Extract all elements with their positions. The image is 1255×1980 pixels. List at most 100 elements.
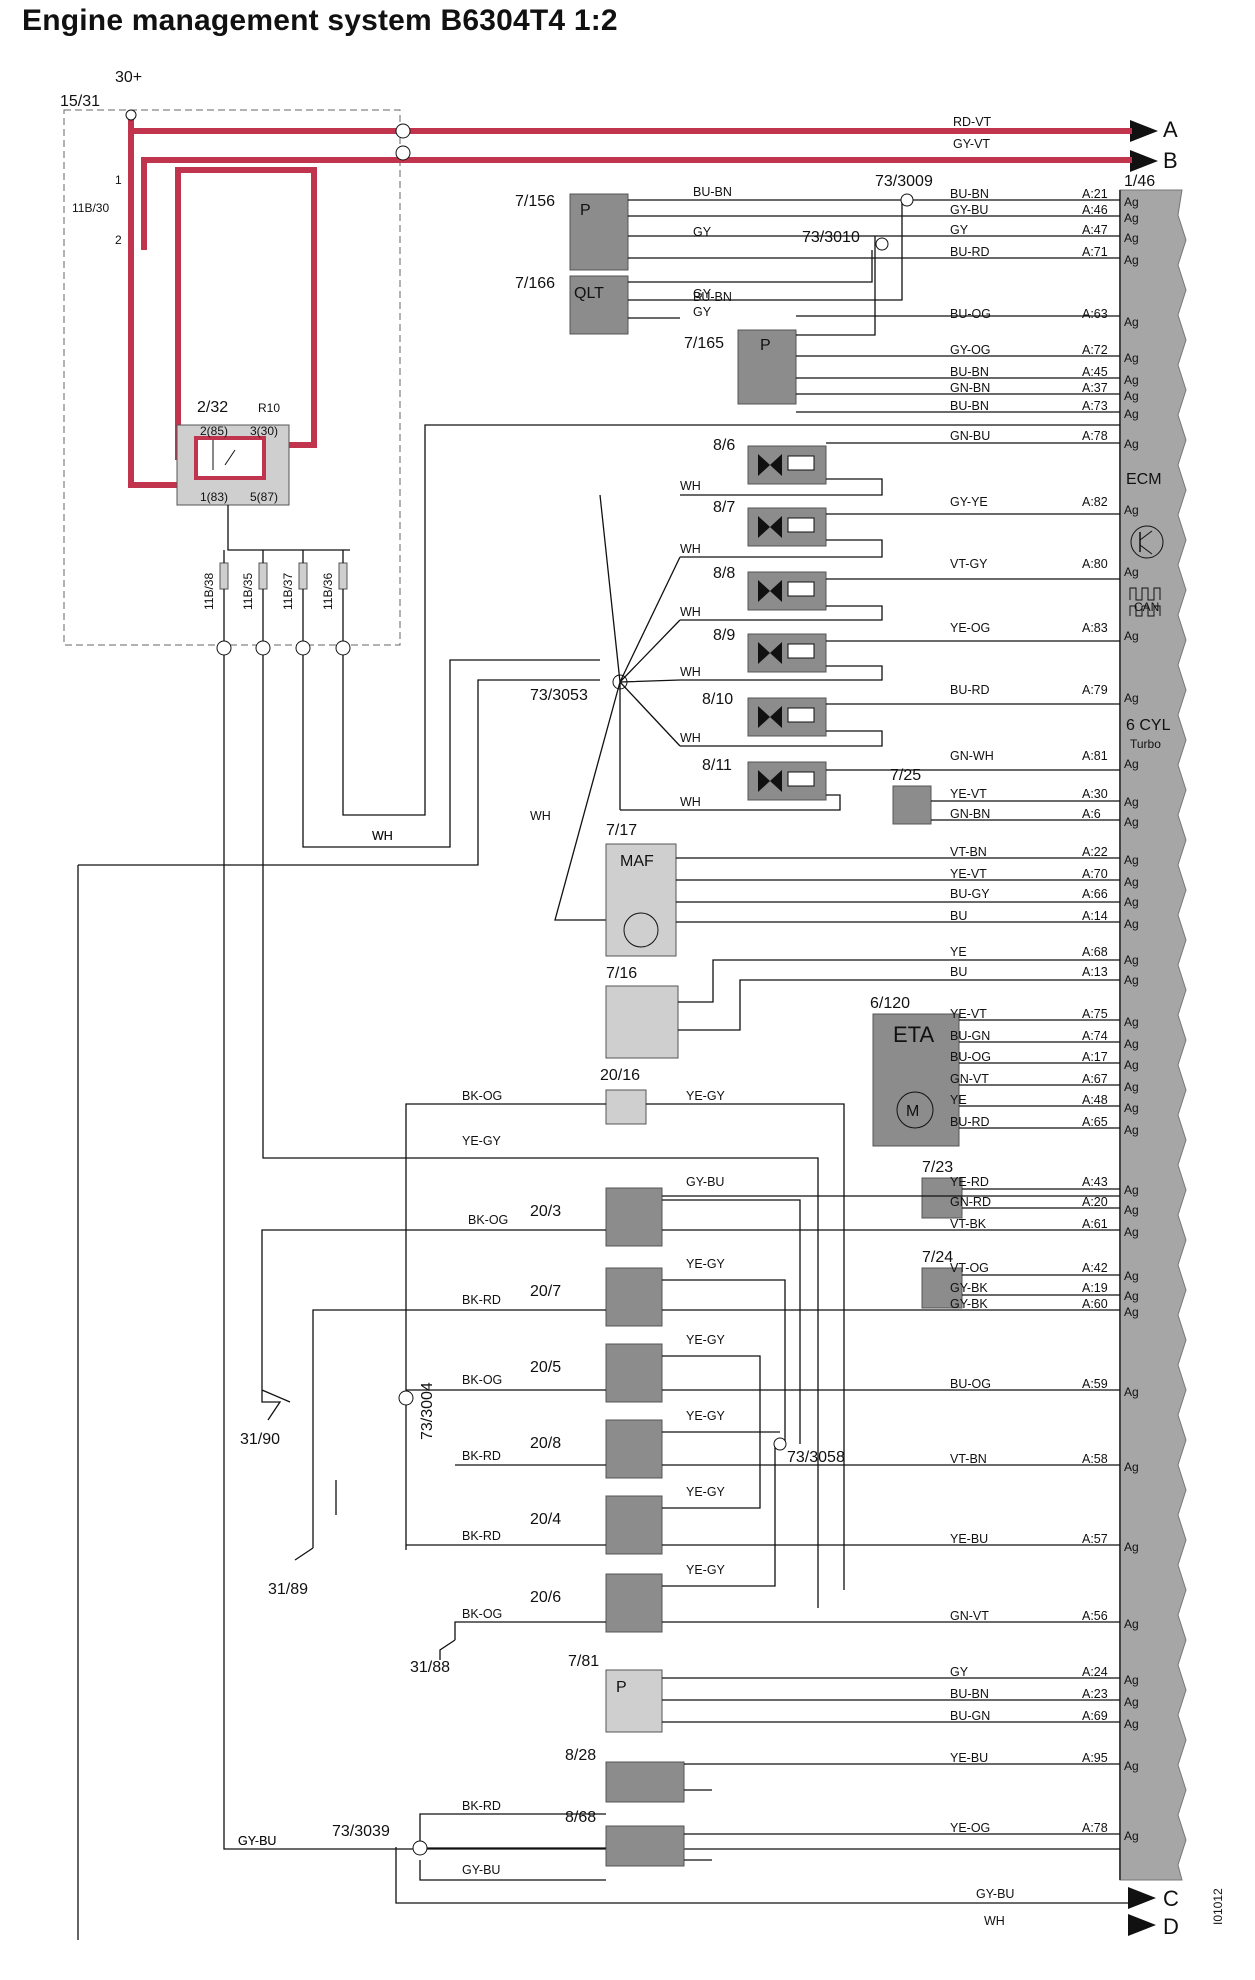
sensor-7-156: 7/156 P [515, 193, 1120, 271]
component-ref: 7/81 [568, 1653, 599, 1670]
throttle-eta: 6/120 ETA M [870, 995, 1120, 1147]
wire-color-label: GY-BK [950, 1297, 988, 1311]
ecm-can: CAN [1134, 600, 1159, 614]
wire-color-label: GY-BU [238, 1834, 276, 1848]
component-ref: 8/28 [565, 1747, 596, 1764]
ecm-pin-label: A:80 [1082, 557, 1108, 571]
ecm-pin-label: A:45 [1082, 365, 1108, 379]
wire-color-label: YE-OG [950, 1821, 990, 1835]
ecm-pin-type: Ag [1124, 1385, 1139, 1399]
ecm-pin-type: Ag [1124, 815, 1139, 829]
ecm-pin-label: A:22 [1082, 845, 1108, 859]
ecm-pin-type: Ag [1124, 1540, 1139, 1554]
wire-color-label: YE-GY [686, 1485, 726, 1499]
ecm-pin-label: A:74 [1082, 1029, 1108, 1043]
wire-color-label: BU [950, 909, 967, 923]
ecm-pin-type: Ag [1124, 1058, 1139, 1072]
ecm-pin-type: Ag [1124, 875, 1139, 889]
ecm-pin-type: Ag [1124, 1673, 1139, 1687]
relay-ref: 2/32 [197, 399, 228, 416]
wire-color-label: VT-BN [950, 1452, 987, 1466]
ecm-pin-label: A:69 [1082, 1709, 1108, 1723]
wire-color-label: WH [680, 731, 701, 745]
wire-color-label: YE-VT [950, 1007, 987, 1021]
ecm-pin-label: A:82 [1082, 495, 1108, 509]
doc-code: I01012 [1211, 1888, 1225, 1925]
wire-color-label: YE [950, 1093, 967, 1107]
ecm-pin-label: A:72 [1082, 343, 1108, 357]
component-ref: 7/16 [606, 965, 637, 982]
wire-color-label: GY-BU [950, 203, 988, 217]
wire-color-label: BU-BN [950, 365, 989, 379]
splice-73-3010: 73/3010 [802, 229, 889, 251]
ecm-pin-type: Ag [1124, 565, 1139, 579]
wire-color-label: BU-RD [950, 1115, 990, 1129]
ecm-pin-type: Ag [1124, 895, 1139, 909]
fuse-box-label: 15/31 [60, 93, 100, 110]
fuse-11b36: 11B/36 [321, 573, 335, 610]
ecm-pin-label: A:68 [1082, 945, 1108, 959]
relay-pin: 5(87) [250, 490, 278, 504]
ecm-pin-label: A:65 [1082, 1115, 1108, 1129]
valve-8-28: 8/28 [565, 1747, 1120, 1803]
component-ref: 7/165 [684, 335, 724, 352]
sensor-7-165: 7/165 P [684, 236, 1120, 413]
ecm-pin-label: A:83 [1082, 621, 1108, 635]
output-b: B [1163, 148, 1178, 173]
relay-pin: 2(85) [200, 424, 228, 438]
ecm-pin-type: Ag [1124, 253, 1139, 267]
valve-8-68: 8/68 [419, 1809, 1120, 1881]
ecm-pin-type: Ag [1124, 795, 1139, 809]
ecm-pin-type: Ag [1124, 1460, 1139, 1474]
output-c: C [1163, 1886, 1179, 1911]
ecm-pin-type: Ag [1124, 691, 1139, 705]
sensor-maf: 7/17 MAF [605, 822, 1120, 957]
ecm-pin-label: A:43 [1082, 1175, 1108, 1189]
ecm-pin-label: A:78 [1082, 1821, 1108, 1835]
ecm-pin-label: A:42 [1082, 1261, 1108, 1275]
ecm-pin-label: A:67 [1082, 1072, 1108, 1086]
wire-color-label: BU-GN [950, 1709, 990, 1723]
wire-color-label: WH [530, 809, 551, 823]
ecm-pin-labels: A:21AgBU-BNA:46AgGY-BUA:47AgGYA:71AgBU-R… [238, 185, 1139, 1877]
ground-points: 31/90 31/89 31/88 [240, 1389, 456, 1676]
splice-73-3053: 73/3053 [530, 494, 681, 921]
wire-color-label: GY-BU [462, 1863, 500, 1877]
wire-color-label: YE-GY [686, 1333, 726, 1347]
ecm-pin-type: Ag [1124, 853, 1139, 867]
component-label: P [580, 202, 591, 219]
sensor-7-25: 7/25 [890, 767, 1120, 825]
wire-color-label: GN-VT [950, 1609, 989, 1623]
wire-color-label: YE-GY [462, 1134, 502, 1148]
ecm-pin-type: Ag [1124, 757, 1139, 771]
ecm-pin-label: A:20 [1082, 1195, 1108, 1209]
wire-color-label: BU-GN [950, 1029, 990, 1043]
ecm-pin-label: A:37 [1082, 381, 1108, 395]
splice-73-3039: 73/3039 [332, 1823, 428, 1856]
wire-color-label: BU-BN [693, 185, 732, 199]
ground-ref: 31/89 [268, 1581, 308, 1598]
wire-rd-vt: RD-VT [953, 115, 992, 129]
ground-ref: 31/88 [410, 1659, 450, 1676]
ecm-pin-label: A:75 [1082, 1007, 1108, 1021]
wire-color-label: GY [693, 225, 712, 239]
component-ref: 20/6 [530, 1589, 561, 1606]
wire-color-label: VT-BN [950, 845, 987, 859]
ecm-pin-type: Ag [1124, 211, 1139, 225]
ecm-pin-label: A:60 [1082, 1297, 1108, 1311]
ecm-pin-type: Ag [1124, 351, 1139, 365]
ecm-pin-type: Ag [1124, 1759, 1139, 1773]
ecm-pin-label: A:47 [1082, 223, 1108, 237]
can-signal-icon [1129, 587, 1161, 617]
ecm-pin-type: Ag [1124, 953, 1139, 967]
ecm-pin-label: A:78 [1082, 429, 1108, 443]
diagram-title: Engine management system B6304T4 1:2 [22, 4, 618, 37]
component-ref: 20/16 [600, 1067, 640, 1084]
ecm-pin-type: Ag [1124, 1617, 1139, 1631]
fuse-11b35: 11B/35 [241, 573, 255, 610]
component-label: P [760, 337, 771, 354]
wire-color-label: YE-BU [950, 1751, 988, 1765]
wire-color-label: BU-BN [950, 1687, 989, 1701]
fuse-11b30: 11B/30 [72, 201, 109, 215]
